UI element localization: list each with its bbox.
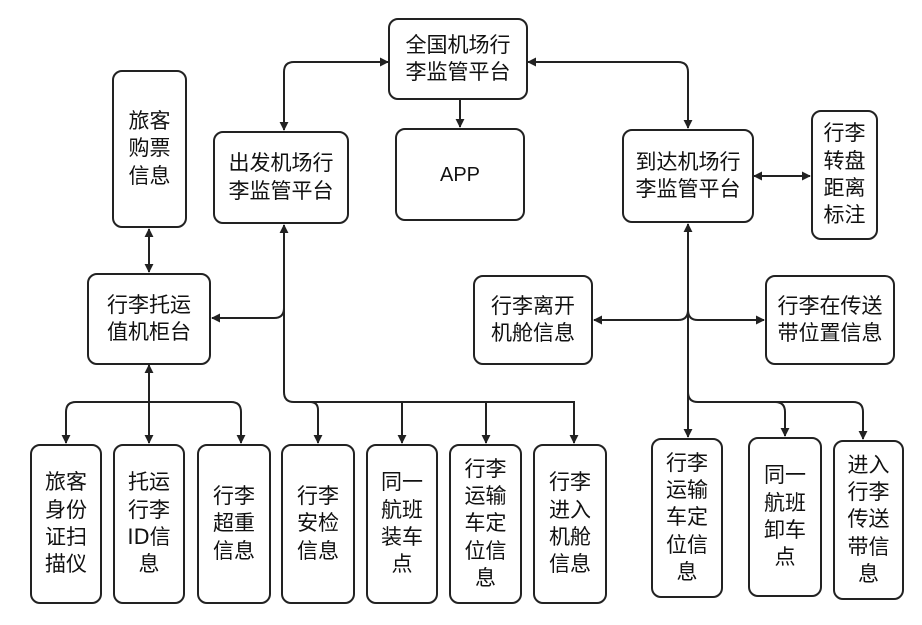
arrival-vehicle-location-node: 行李 运输 车定 位信 息: [651, 438, 723, 598]
enter-conveyor-info-node: 进入 行李 传送 带信 息: [833, 440, 904, 600]
arrival-platform-node: 到达机场行 李监管平台: [622, 129, 754, 223]
checkin-counter-node: 行李托运 值机柜台: [87, 273, 211, 365]
id-scanner-node: 旅客 身份 证扫 描仪: [30, 444, 102, 604]
departure-vehicle-location-node: 行李 运输 车定 位信 息: [449, 444, 522, 604]
edge-national-departure: [284, 62, 388, 130]
passenger-ticket-info-node: 旅客 购票 信息: [112, 70, 187, 228]
app-node: APP: [395, 128, 525, 221]
edge-departure-counter: [212, 308, 284, 318]
same-flight-unloading-point-node: 同一 航班 卸车 点: [748, 437, 822, 597]
overweight-info-node: 行李 超重 信息: [197, 444, 271, 604]
departure-platform-node: 出发机场行 李监管平台: [213, 131, 349, 224]
baggage-leave-cabin-node: 行李离开 机舱信息: [473, 275, 593, 365]
enter-cabin-info-node: 行李 进入 机舱 信息: [533, 444, 607, 604]
baggage-conveyor-position-node: 行李在传送 带位置信息: [765, 275, 895, 365]
edge-national-arrival: [528, 62, 688, 128]
carousel-distance-label-node: 行李 转盘 距离 标注: [811, 110, 878, 240]
edge-to-security: [310, 402, 318, 443]
same-flight-loading-point-node: 同一 航班 装车 点: [366, 444, 438, 604]
security-check-info-node: 行李 安检 信息: [281, 444, 355, 604]
edge-to-unloading-point: [775, 402, 785, 436]
edge-counter-branches: [66, 402, 241, 443]
edge-arrival-branches: [688, 392, 863, 439]
checked-baggage-id-node: 托运 行李 ID信 息: [113, 444, 185, 604]
national-platform-node: 全国机场行 李监管平台: [388, 18, 528, 100]
